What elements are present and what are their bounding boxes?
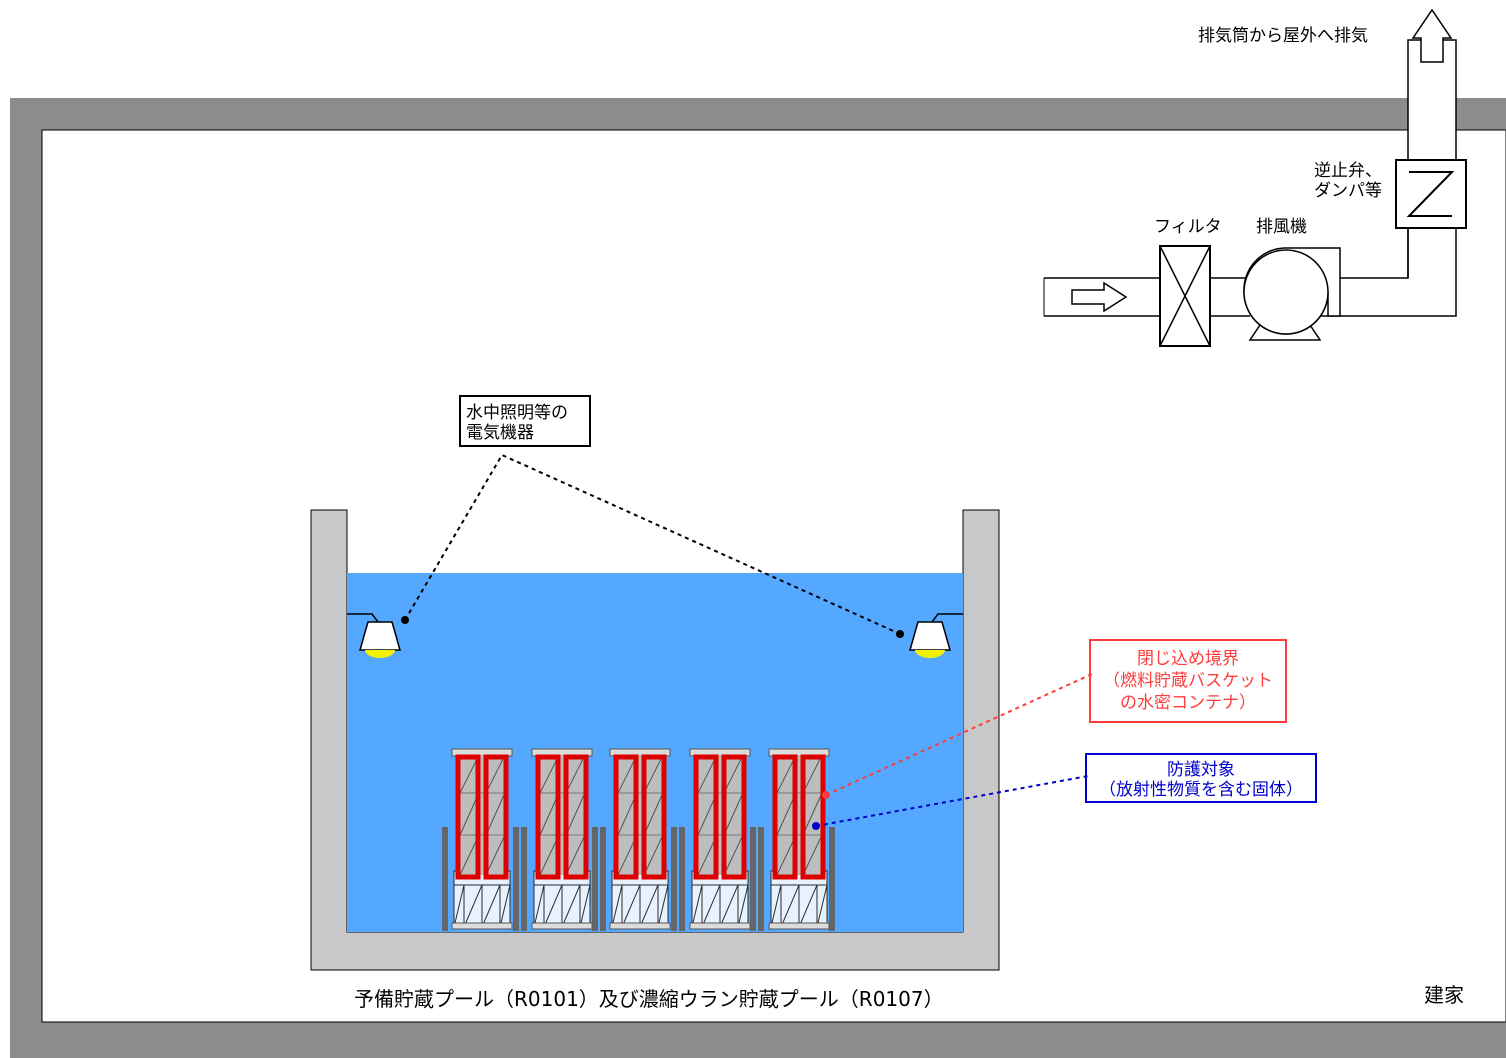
valve-label-line1: 逆止弁、: [1314, 161, 1382, 181]
fan-icon: [1243, 247, 1341, 341]
lighting-callout-box: [459, 395, 591, 447]
boundary-label-line3: の水密コンテナ）: [1120, 693, 1256, 713]
fan-label: 排風機: [1256, 217, 1307, 237]
fuel-basket: [532, 749, 592, 929]
fuel-basket: [769, 749, 829, 929]
fuel-basket: [610, 749, 670, 929]
exhaust-label: 排気筒から屋外へ排気: [1198, 26, 1368, 46]
boundary-leader: [825, 673, 1093, 796]
fuel-basket: [452, 749, 512, 929]
filter-label: フィルタ: [1154, 217, 1222, 237]
exhaust-arrow-icon: [1411, 8, 1453, 63]
pool-caption: 予備貯蔵プール（R0101）及び濃縮ウラン貯蔵プール（R0107）: [354, 987, 944, 1011]
valve-label-line2: ダンパ等: [1314, 181, 1382, 201]
lighting-label-line1: 水中照明等の: [466, 403, 568, 423]
protect-label-line1: 防護対象: [1167, 760, 1235, 780]
intake-arrow-icon: [1071, 281, 1128, 313]
rack-posts: [442, 827, 835, 931]
boundary-callout-box: [1089, 639, 1287, 723]
protect-label-line2: （放射性物質を含む固体）: [1099, 780, 1303, 800]
lamp-icon: [909, 613, 963, 658]
lighting-label-line2: 電気機器: [466, 423, 534, 443]
fuel-basket: [690, 749, 750, 929]
lamp-icon: [347, 613, 401, 658]
protect-callout-box: [1085, 753, 1317, 803]
boundary-label-line1: 閉じ込め境界: [1137, 649, 1239, 669]
building-label: 建家: [1424, 983, 1464, 1007]
lighting-leader: [404, 453, 901, 635]
protect-leader: [815, 775, 1089, 827]
boundary-label-line2: （燃料貯蔵バスケット: [1103, 671, 1273, 691]
